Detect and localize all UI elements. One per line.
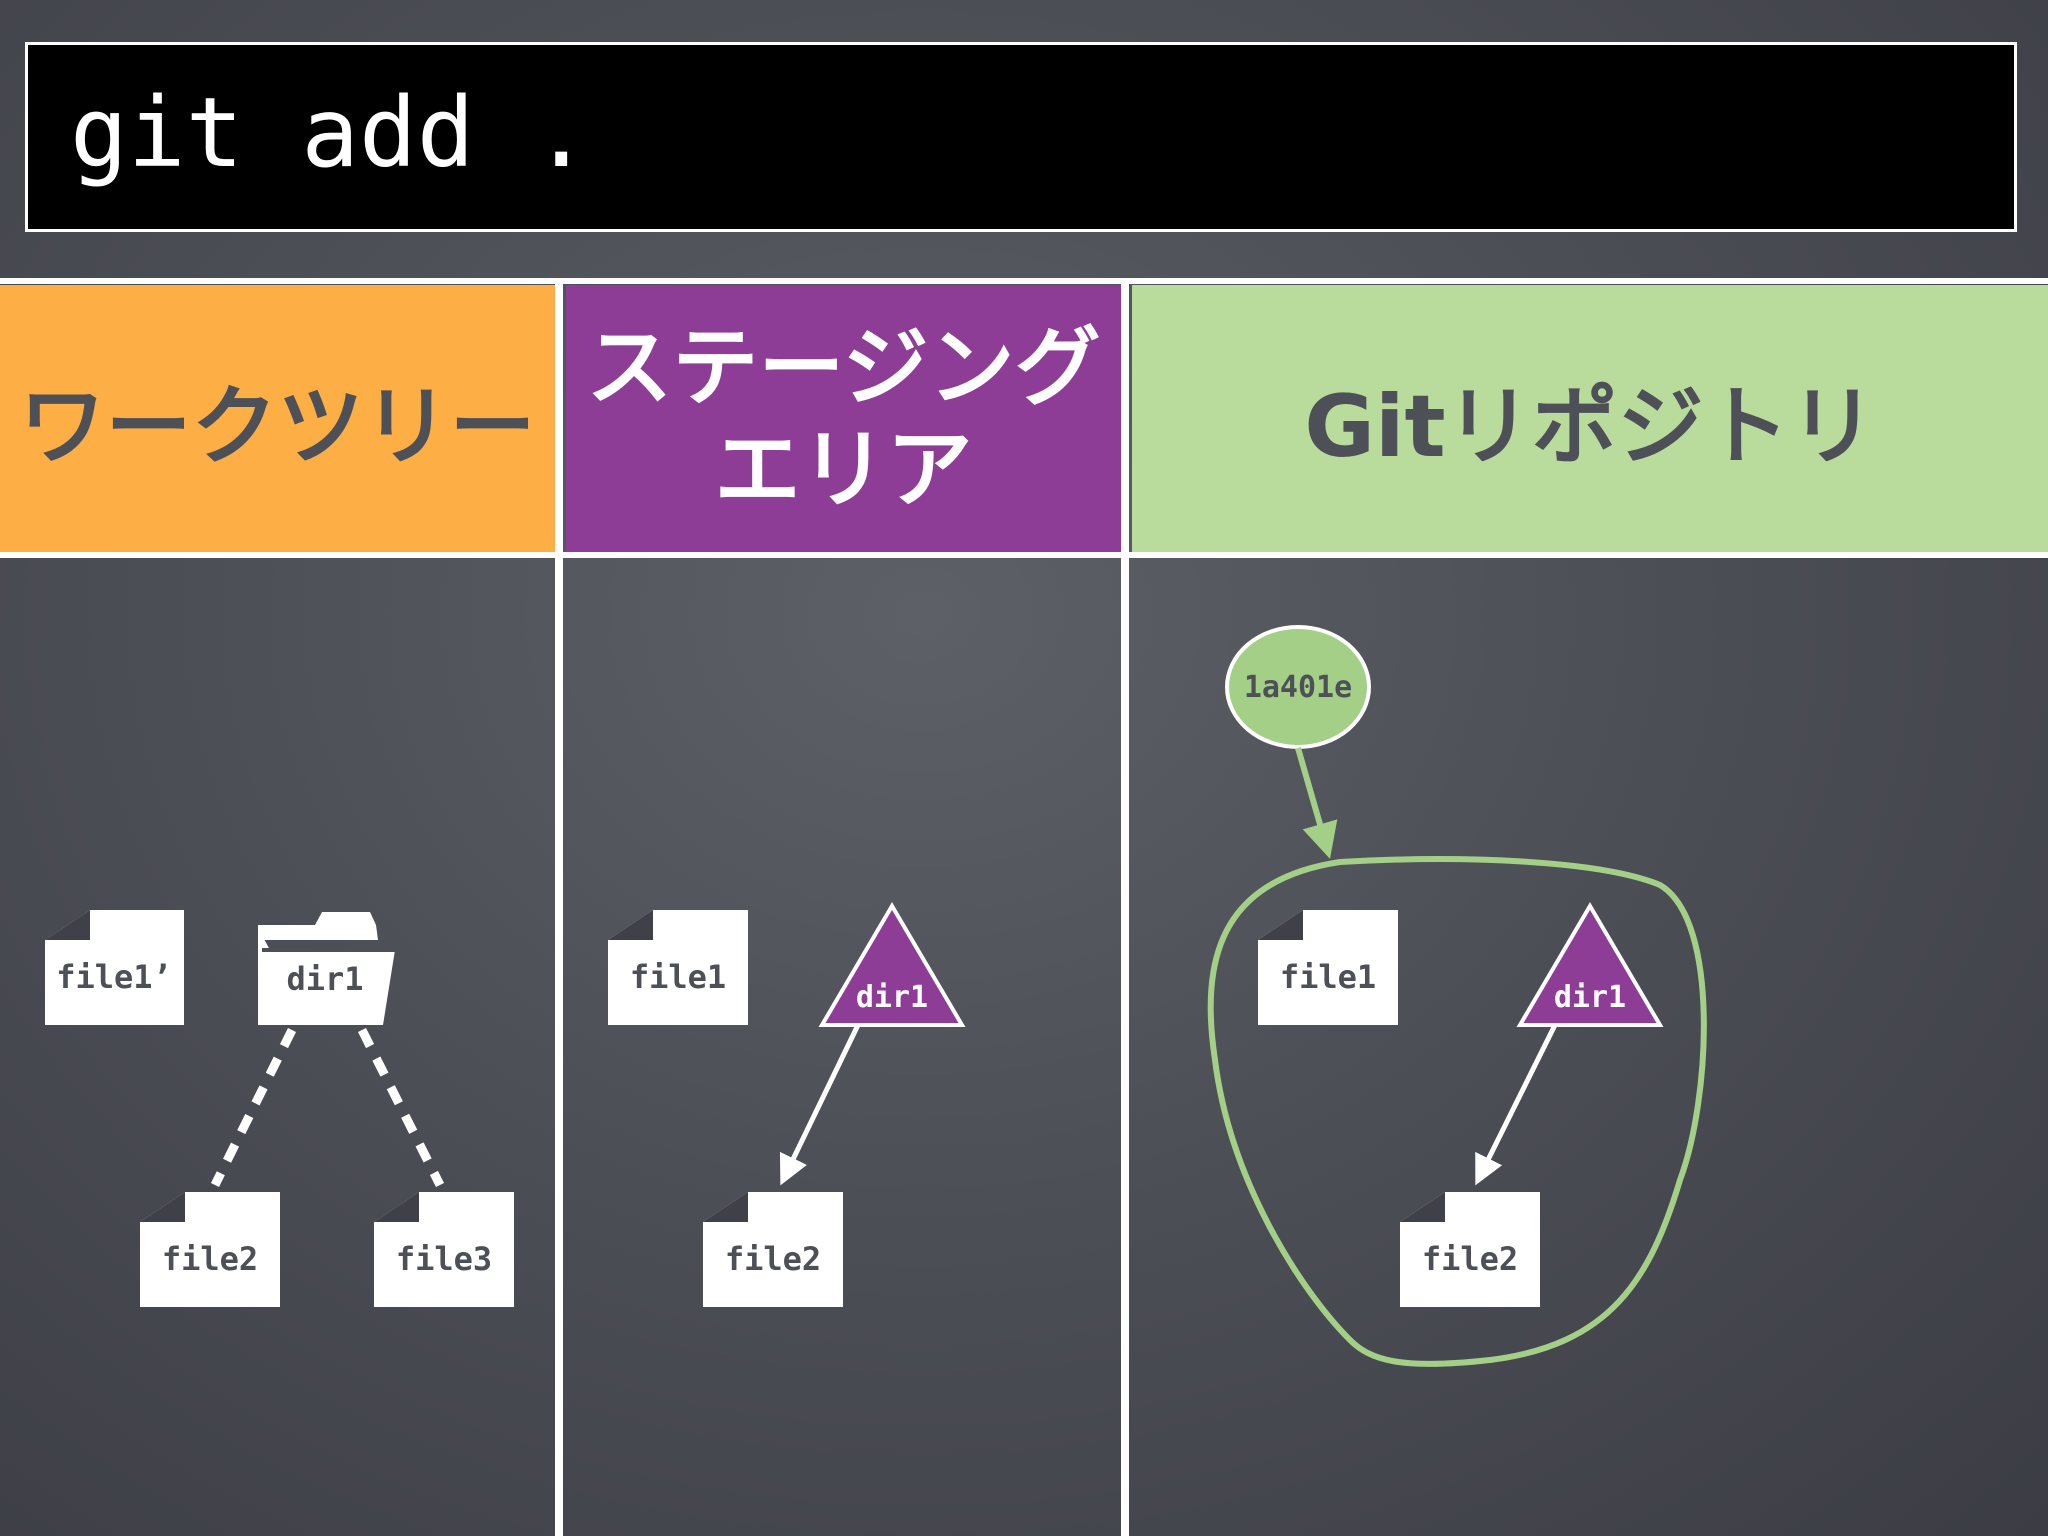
repository-header: Gitリポジトリ (1132, 285, 2048, 552)
worktree-file2-icon: file2 (140, 1192, 280, 1307)
worktree-link-file3 (357, 1027, 445, 1188)
staging-title-line1: ステージング (586, 317, 1101, 418)
worktree-link-file2 (210, 1027, 297, 1188)
staging-title-line2: エリア (714, 419, 973, 520)
commit-label: 1a401e (1244, 670, 1352, 705)
column-divider-2 (1121, 278, 1129, 1536)
repository-title: Gitリポジトリ (1304, 377, 1876, 477)
staging-header: ステージング エリア (566, 285, 1121, 552)
command-text: git add . (70, 77, 591, 189)
staging-file2-icon: file2 (703, 1192, 843, 1307)
command-bar: git add . (25, 42, 2017, 232)
repo-tree-label: dir1 (1554, 980, 1626, 1015)
commit-to-tree-arrow (1295, 747, 1338, 859)
staging-title: ステージング エリア (586, 317, 1100, 521)
repo-file1-label: file1 (1280, 958, 1376, 996)
header-top-line (0, 278, 2048, 284)
folder-icon: dir1 (258, 912, 395, 1025)
worktree-file3-icon: file3 (374, 1192, 514, 1307)
worktree-file1-label: file1’ (56, 958, 172, 996)
commit-node: 1a401e (1225, 625, 1371, 749)
staging-file1-icon: file1 (608, 910, 748, 1025)
repo-file2-label: file2 (1422, 1240, 1518, 1278)
repo-file1-icon: file1 (1258, 910, 1398, 1025)
worktree-folder-label: dir1 (286, 960, 363, 998)
staging-tree-link (779, 1023, 861, 1186)
repo-tree-icon: dir1 (1516, 902, 1664, 1027)
staging-tree-icon: dir1 (818, 902, 966, 1027)
repo-tree-link (1475, 1023, 1558, 1186)
repo-file2-icon: file2 (1400, 1192, 1540, 1307)
tree-outline (1207, 856, 1707, 1367)
worktree-header: ワークツリー (0, 285, 555, 552)
column-divider-1 (555, 278, 563, 1536)
staging-file1-label: file1 (630, 958, 726, 996)
staging-file2-label: file2 (725, 1240, 821, 1278)
worktree-title: ワークツリー (19, 377, 536, 477)
header-bottom-line (0, 552, 2048, 558)
worktree-file2-label: file2 (162, 1240, 258, 1278)
worktree-file3-label: file3 (396, 1240, 492, 1278)
staging-tree-label: dir1 (856, 980, 928, 1015)
worktree-file1-icon: file1’ (45, 910, 184, 1025)
